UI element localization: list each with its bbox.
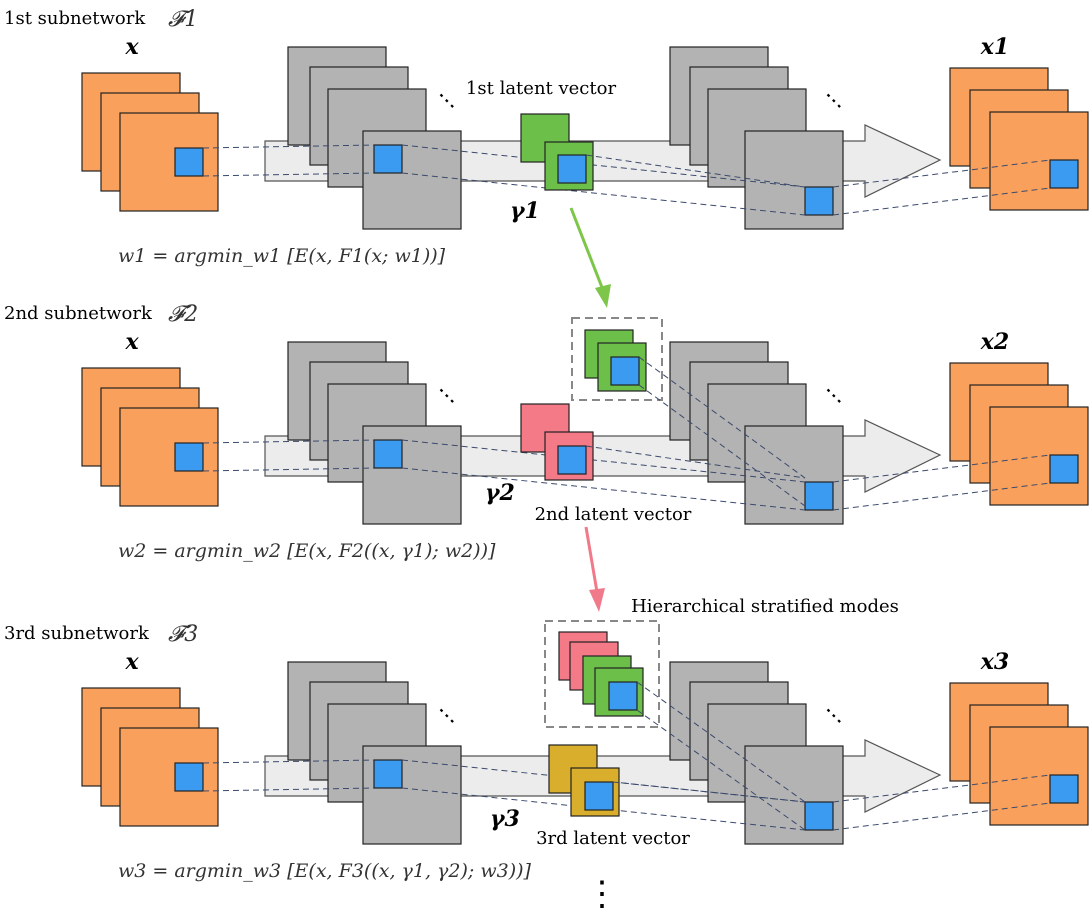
connection-line bbox=[638, 356, 806, 479]
stack-ellipsis: ⋮ bbox=[430, 699, 463, 732]
subnetwork-label: 1st subnetwork bbox=[4, 8, 146, 29]
connection-line bbox=[401, 172, 806, 216]
input-label: x bbox=[124, 649, 139, 675]
connection-line bbox=[832, 802, 1051, 831]
connection-line bbox=[585, 154, 806, 188]
stack-ellipsis: ⋮ bbox=[817, 84, 850, 117]
connection-line bbox=[202, 787, 375, 792]
stratified-box bbox=[571, 317, 663, 401]
connection-line bbox=[401, 467, 806, 511]
connection-line bbox=[832, 774, 1051, 803]
latent-patch bbox=[608, 681, 638, 711]
connection-line bbox=[202, 467, 375, 472]
connection-line bbox=[202, 759, 375, 764]
connection-line bbox=[832, 482, 1051, 511]
text-layer: 1st subnetwork 𝓕1 x x1 ⋮ ⋮ w1 = argmin_w1 [E(x… bbox=[4, 7, 1009, 914]
equation: w1 = argmin_w1 [E(x, F1(x; w1))] bbox=[118, 245, 446, 267]
arrow-pink-head bbox=[589, 588, 605, 612]
connection-line bbox=[585, 445, 806, 479]
connection-line bbox=[636, 681, 806, 803]
decoder-patch bbox=[804, 481, 834, 511]
more-ellipsis: ⋮ bbox=[585, 874, 619, 914]
output-patch bbox=[1049, 774, 1079, 804]
latent-patch bbox=[584, 781, 614, 811]
latent-label: 1st latent vector bbox=[466, 78, 617, 99]
output-patch bbox=[1049, 454, 1079, 484]
arrow-green bbox=[569, 207, 605, 291]
stack-ellipsis: ⋮ bbox=[430, 84, 463, 117]
subnetwork-label: 3rd subnetwork bbox=[4, 623, 150, 644]
latent-label: 2nd latent vector bbox=[535, 504, 692, 525]
input-label: x bbox=[124, 329, 139, 355]
output-label: x3 bbox=[980, 649, 1009, 675]
hierarchical-label: Hierarchical stratified modes bbox=[631, 596, 899, 617]
connection-line bbox=[401, 144, 806, 188]
connection-line bbox=[638, 384, 806, 507]
stack-ellipsis: ⋮ bbox=[817, 699, 850, 732]
stratified-box bbox=[544, 620, 660, 728]
encoder-patch bbox=[373, 144, 403, 174]
subnetwork-symbol: 𝓕1 bbox=[168, 7, 198, 32]
gamma-label: γ1 bbox=[510, 198, 540, 224]
subnetwork-symbol: 𝓕2 bbox=[168, 302, 198, 327]
connection-line bbox=[202, 172, 375, 177]
subnetwork-label: 2nd subnetwork bbox=[4, 303, 153, 324]
encoder-patch bbox=[373, 439, 403, 469]
latent-patch bbox=[557, 445, 587, 475]
latent-patch bbox=[557, 154, 587, 184]
decoder-patch bbox=[804, 186, 834, 216]
input-patch bbox=[174, 762, 204, 792]
connection-line bbox=[612, 781, 806, 803]
connection-line bbox=[401, 439, 806, 483]
input-label: x bbox=[124, 34, 139, 60]
connection-line bbox=[832, 159, 1051, 188]
shapes-layer bbox=[81, 46, 1089, 845]
connection-line bbox=[832, 454, 1051, 483]
connection-line bbox=[202, 144, 375, 149]
subnetwork-symbol: 𝓕3 bbox=[168, 622, 198, 647]
equation: w2 = argmin_w2 [E(x, F2((x, γ1); w2))] bbox=[118, 540, 496, 562]
connection-line bbox=[832, 187, 1051, 216]
gamma-label: γ3 bbox=[490, 806, 520, 832]
output-label: x1 bbox=[980, 34, 1009, 60]
input-patch bbox=[174, 442, 204, 472]
output-patch bbox=[1049, 159, 1079, 189]
connection-line bbox=[202, 439, 375, 444]
input-patch bbox=[174, 147, 204, 177]
arrow-green-head bbox=[595, 284, 611, 308]
decoder-patch bbox=[804, 801, 834, 831]
latent-label: 3rd latent vector bbox=[536, 828, 690, 849]
stack-ellipsis: ⋮ bbox=[430, 379, 463, 412]
stack-ellipsis: ⋮ bbox=[817, 379, 850, 412]
encoder-patch bbox=[373, 759, 403, 789]
equation: w3 = argmin_w3 [E(x, F3((x, γ1, γ2); w3)… bbox=[118, 860, 532, 882]
connection-line bbox=[636, 709, 806, 831]
latent-patch bbox=[610, 356, 640, 386]
decoder-map bbox=[744, 130, 844, 230]
arrow-pink bbox=[584, 526, 599, 593]
gamma-label: γ2 bbox=[485, 480, 515, 506]
output-label: x2 bbox=[980, 329, 1009, 355]
